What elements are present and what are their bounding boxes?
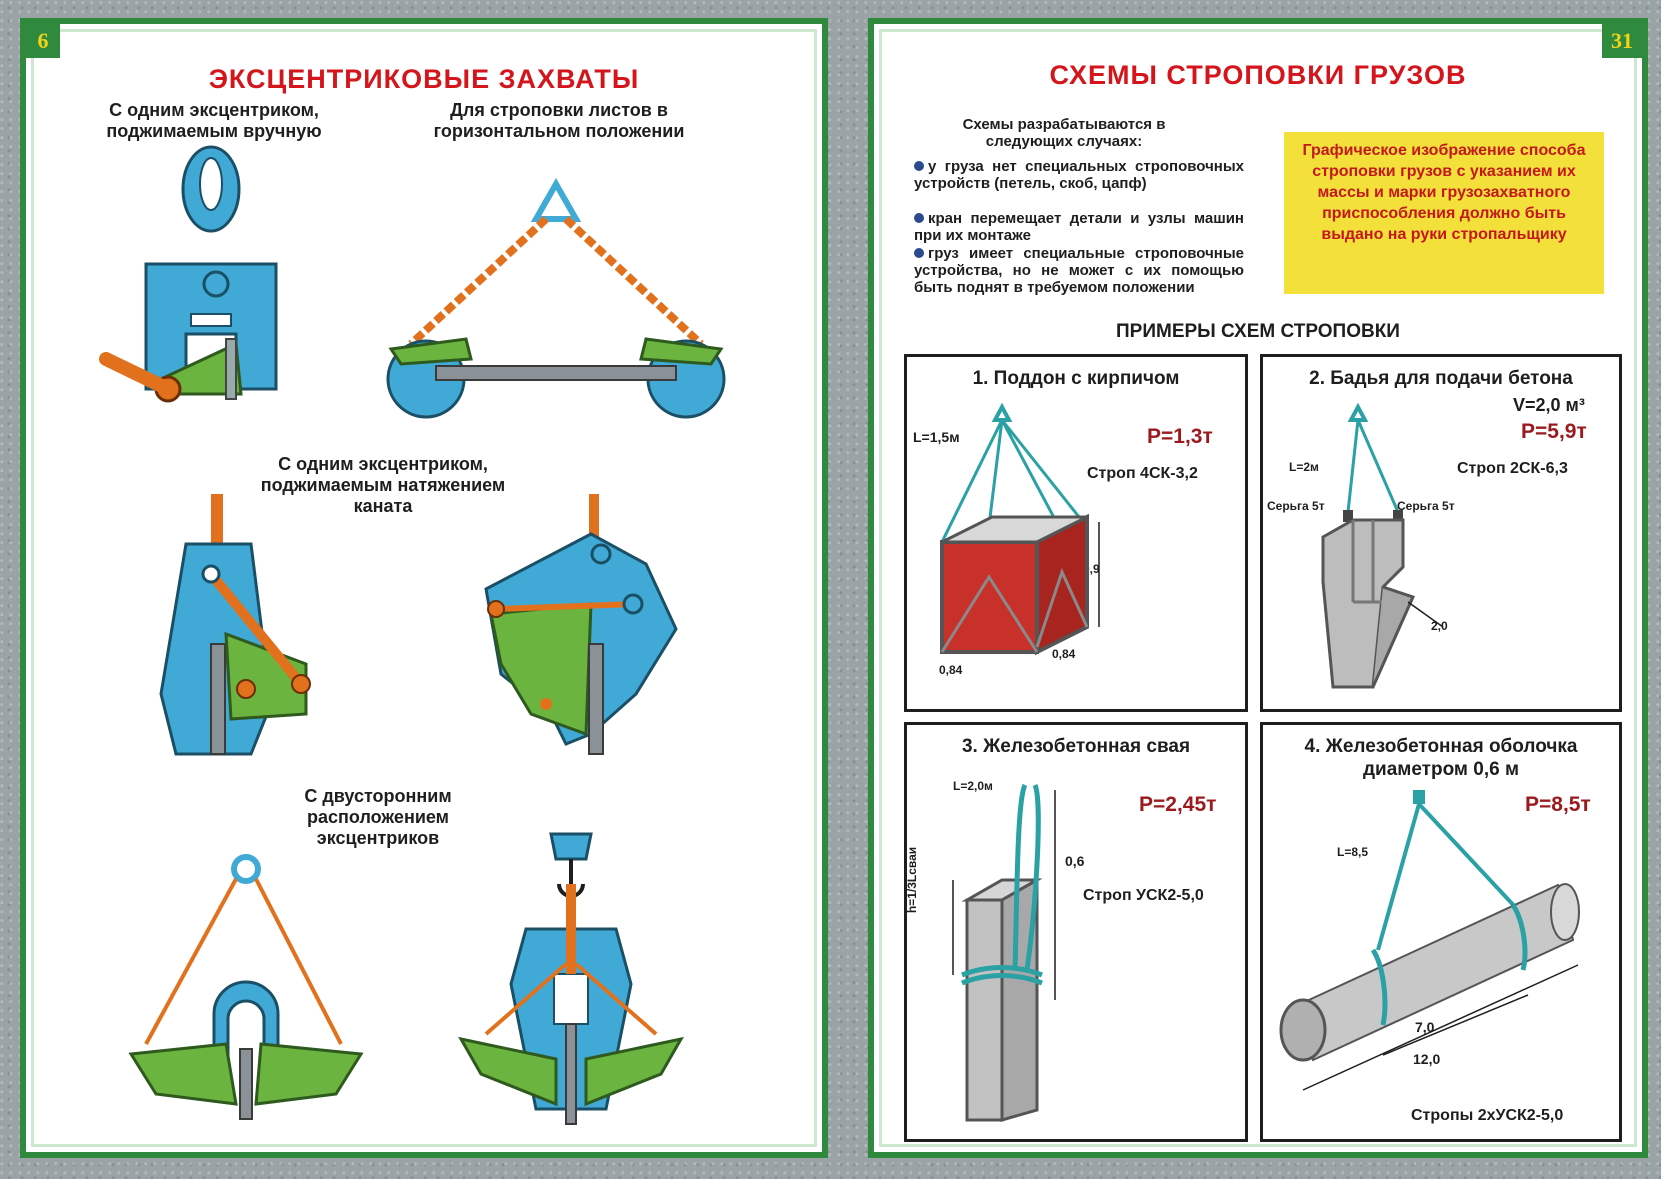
- examples-heading: ПРИМЕРЫ СХЕМ СТРОПОВКИ: [1116, 321, 1400, 342]
- example-1-sling-length: L=1,5м: [913, 429, 960, 445]
- example-3-mass: Р=2,45т: [1139, 793, 1217, 816]
- example-3-title: 3. Железобетонная свая: [961, 736, 1191, 757]
- bullet-dot-icon: [914, 161, 924, 171]
- example-3-dim-height: 0,6: [1065, 853, 1085, 869]
- example-4-sling-length: L=8,5: [1337, 845, 1369, 859]
- example-box-2: 2. Бадья для подачи бетона V=2,0 м³ Р=5,…: [1260, 354, 1622, 712]
- horizontal-clamp-figure: [386, 177, 726, 419]
- left-page: 6 Эксцентриковые захваты С одним эксцент…: [20, 18, 828, 1158]
- left-page-title: Эксцентриковые захваты: [208, 64, 640, 94]
- rope-clamp-figure-a: [159, 494, 311, 756]
- example-2-dim-width: 2,0: [1431, 619, 1448, 633]
- example-1-dim-depth: 0,84: [1052, 647, 1076, 661]
- bullet-3: груз имеет специальные строповочные устр…: [914, 245, 1244, 296]
- example-2-volume: V=2,0 м³: [1513, 395, 1585, 415]
- example-4-mass: Р=8,5т: [1525, 793, 1591, 816]
- example-2-shackle-left: Серьга 5т: [1267, 499, 1325, 513]
- example-3-strop: Строп УСК2-5,0: [1083, 887, 1204, 904]
- example-box-4: 4. Железобетонная оболочка диаметром 0,6…: [1260, 722, 1622, 1142]
- double-clamp-figure-a: [128, 854, 364, 1120]
- page-number-right: 31: [1602, 24, 1642, 58]
- example-4-strop: Стропы 2хУСК2-5,0: [1411, 1107, 1564, 1124]
- example-2-shackle-right: Серьга 5т: [1397, 499, 1455, 513]
- example-1-mass: Р=1,3т: [1147, 425, 1213, 448]
- page-number-left: 6: [26, 24, 60, 58]
- concrete-bucket-figure: [1321, 402, 1444, 689]
- bullet-dot-icon: [914, 248, 924, 258]
- example-3-sling-length: L=2,0м: [953, 779, 993, 793]
- example-1-dim-width: 0,84: [939, 663, 963, 677]
- bullet-1: у груза нет специальных строповочных уст…: [914, 158, 1244, 192]
- rope-clamp-figure-b: [484, 494, 678, 755]
- caption-horizontal: Для строповки листов в горизонтальном по…: [433, 100, 685, 141]
- example-box-1: 1. Поддон с кирпичом Р=1,3т Строп 4СК-3,…: [904, 354, 1248, 712]
- example-2-sling-length: L=2м: [1289, 460, 1319, 474]
- example-4-dim-length: 12,0: [1413, 1051, 1441, 1067]
- manual-clamp-figure: [99, 145, 278, 403]
- bullet-dot-icon: [914, 213, 924, 223]
- right-page-title: Схемы строповки грузов: [1049, 60, 1467, 90]
- example-box-3: 3. Железобетонная свая Р=2,45т Строп УСК…: [904, 722, 1248, 1142]
- example-2-title: 2. Бадья для подачи бетона: [1309, 368, 1573, 389]
- bullet-2: кран перемещает детали и узлы машин при …: [914, 210, 1244, 244]
- caption-double: С двусторонним расположением эксцентрико…: [304, 786, 452, 848]
- example-1-title: 1. Поддон с кирпичом: [972, 368, 1180, 389]
- caption-manual: С одним эксцентриком, поджимаемым вручну…: [106, 100, 322, 141]
- right-page: 31 Схемы строповки грузов Схемы разрабат…: [868, 18, 1648, 1158]
- example-4-title: 4. Железобетонная оболочка диаметром 0,6…: [1304, 736, 1578, 780]
- example-2-mass: Р=5,9т: [1521, 420, 1587, 443]
- shell-pipe-figure: [1279, 790, 1580, 1091]
- double-clamp-figure-b: [458, 832, 684, 1125]
- brick-pallet-figure: [940, 402, 1100, 656]
- example-1-strop: Строп 4СК-3,2: [1087, 465, 1198, 482]
- example-3-dim-grip: h=1/3Lсваи: [905, 846, 920, 914]
- caption-rope: С одним эксцентриком, поджимаемым натяже…: [260, 454, 506, 516]
- pile-figure: [952, 783, 1056, 1122]
- intro-text: Схемы разрабатываются в следующих случая…: [962, 116, 1166, 150]
- example-2-strop: Строп 2СК-6,3: [1457, 460, 1568, 477]
- note-box: Графическое изображение способа строповк…: [1284, 132, 1604, 294]
- example-4-dim-span: 7,0: [1415, 1019, 1435, 1035]
